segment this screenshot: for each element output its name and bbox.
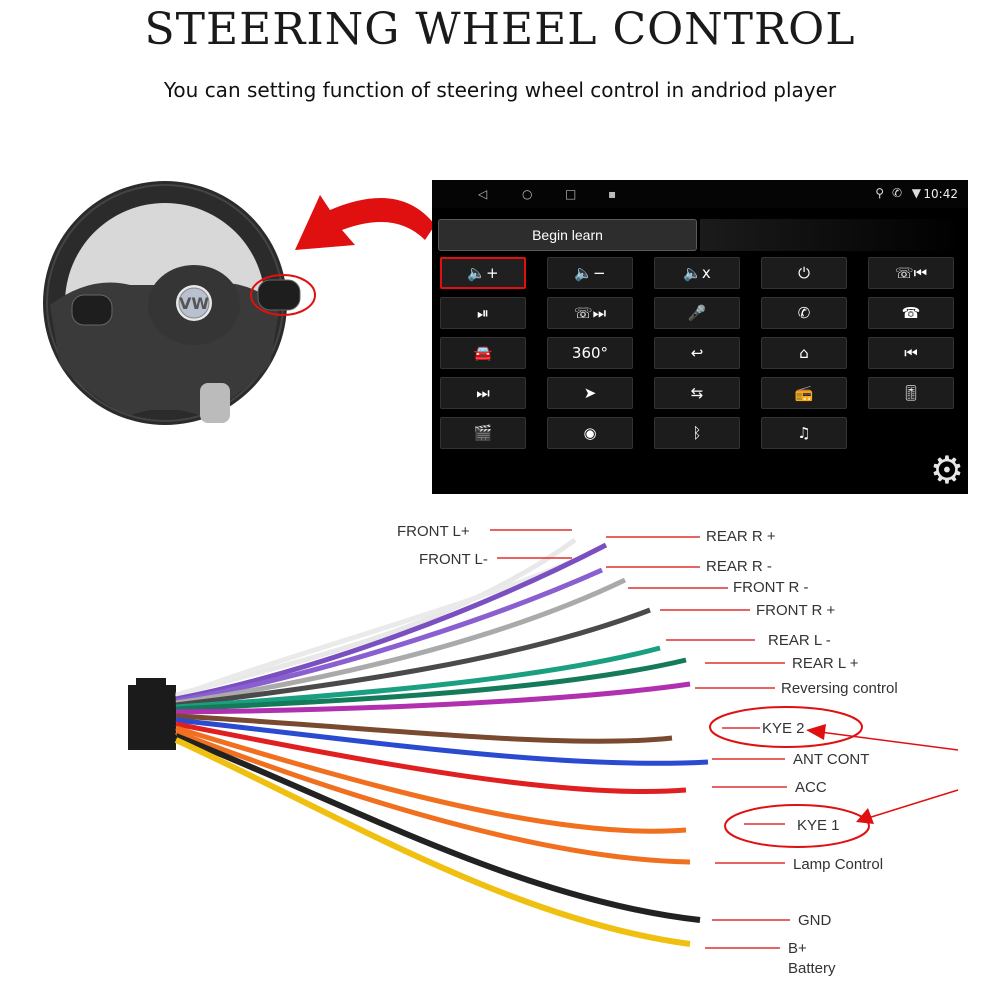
wire-label-front-l-plus: FRONT L+ — [397, 523, 470, 540]
learn-status-bar — [700, 219, 962, 251]
back-icon[interactable]: ◁ — [478, 187, 488, 201]
voice-key[interactable]: 🎤 — [654, 297, 740, 329]
dvd-key[interactable]: ◉ — [547, 417, 633, 449]
power-key[interactable]: ⏻ — [761, 257, 847, 289]
wire-label-front-l-minus: FRONT L- — [419, 551, 488, 568]
wire-label-front-r-minus: FRONT R - — [733, 579, 809, 596]
head-unit-screen: ◁ ○ □ ▪ ⚲ ✆ ▼ 10:42 Begin learn 🔈+ 🔈− 🔈x ⏻ ☏… — [432, 180, 968, 494]
prev-track-key[interactable]: ⏮ — [868, 337, 954, 369]
view-360-key[interactable]: 360° — [547, 337, 633, 369]
steering-wheel-illustration: VW — [43, 181, 316, 425]
wire-label-gnd: GND — [798, 912, 832, 929]
equalizer-key[interactable]: 🎚 — [868, 377, 954, 409]
status-time: 10:42 — [923, 187, 958, 201]
wire-label-front-r-plus: FRONT R + — [756, 602, 836, 619]
kye-1-highlight — [724, 804, 870, 848]
wire-label-acc: ACC — [795, 779, 827, 796]
red-arrow-graphic — [295, 195, 435, 250]
mode-key[interactable]: ⇆ — [654, 377, 740, 409]
radio-key[interactable]: 📻 — [761, 377, 847, 409]
home-key[interactable]: ⌂ — [761, 337, 847, 369]
answer-key[interactable]: ✆ — [761, 297, 847, 329]
play-pause-key[interactable]: ⏯ — [440, 297, 526, 329]
home-icon[interactable]: ○ — [522, 187, 533, 201]
wire-label-kye-1: KYE 1 — [797, 817, 840, 834]
music-key[interactable]: ♫ — [761, 417, 847, 449]
hangup-key[interactable]: ☎ — [868, 297, 954, 329]
wifi-icon: ▼ — [911, 186, 921, 200]
vol-up-key[interactable]: 🔈+ — [440, 257, 526, 289]
hangup-next-key[interactable]: ☏⏭ — [547, 297, 633, 329]
phone-status-icon: ✆ — [891, 186, 902, 200]
bluetooth-key[interactable]: ᛒ — [654, 417, 740, 449]
call-prev-key[interactable]: ☏⏮ — [868, 257, 954, 289]
wire-label-reversing-control: Reversing control — [781, 680, 898, 697]
wire-label-kye-2: KYE 2 — [762, 720, 805, 737]
wire-label-rear-l-plus: REAR L + — [792, 655, 859, 672]
recents-icon[interactable]: □ — [565, 187, 577, 201]
location-icon: ⚲ — [875, 186, 884, 200]
harness-connector — [128, 685, 176, 750]
settings-gear-icon[interactable]: ⚙ — [929, 448, 964, 492]
wire-label-rear-l-minus: REAR L - — [768, 632, 831, 649]
media-key[interactable]: 🎬 — [440, 417, 526, 449]
wire-label-battery: Battery — [788, 960, 836, 977]
wire-label-rear-r-minus: REAR R - — [706, 558, 772, 575]
navigation-key[interactable]: ➤ — [547, 377, 633, 409]
begin-learn-button[interactable]: Begin learn — [438, 219, 697, 251]
back-key[interactable]: ↩ — [654, 337, 740, 369]
wire-label-lamp-control: Lamp Control — [793, 856, 883, 873]
status-bar: ◁ ○ □ ▪ ⚲ ✆ ▼ 10:42 — [432, 180, 968, 208]
next-track-key[interactable]: ⏭ — [440, 377, 526, 409]
wiring-harness-diagram: FRONT L+ FRONT L- REAR R + REAR R - FRON… — [128, 523, 959, 977]
menu-icon[interactable]: ▪ — [608, 187, 617, 201]
page-subtitle: You can setting function of steering whe… — [163, 78, 837, 102]
wire-label-rear-r-plus: REAR R + — [706, 528, 776, 545]
wire-label-ant-cont: ANT CONT — [793, 751, 869, 768]
kye-2-highlight — [709, 706, 863, 748]
mute-key[interactable]: 🔈x — [654, 257, 740, 289]
camera-key[interactable]: 🚘 — [440, 337, 526, 369]
vol-down-key[interactable]: 🔈− — [547, 257, 633, 289]
svg-text:VW: VW — [179, 294, 209, 313]
wire-label-b-plus: B+ — [788, 940, 807, 957]
page-title: STEERING WHEEL CONTROL — [144, 4, 856, 55]
